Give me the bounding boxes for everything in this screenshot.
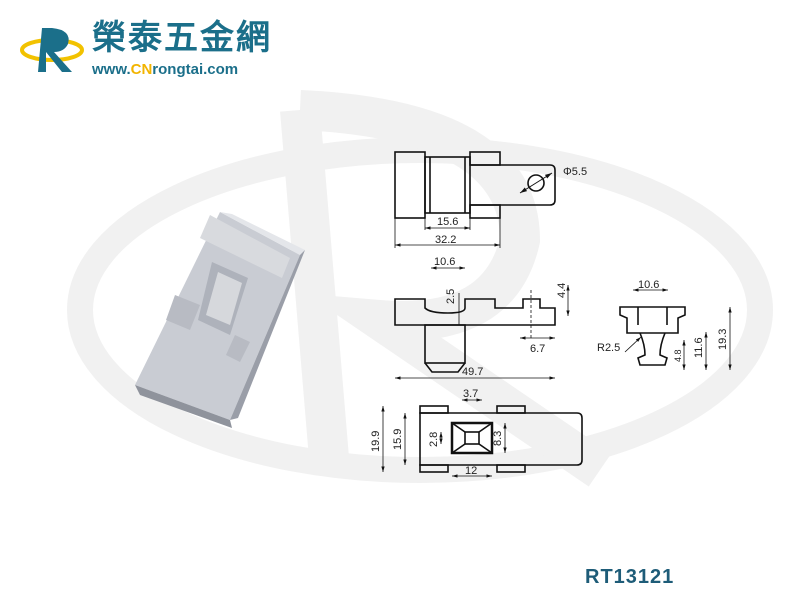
dim-slot: 10.6 [434, 256, 455, 268]
dim-inner-width: 15.9 [392, 429, 404, 450]
dim-length: 49.7 [462, 366, 483, 378]
dim-height: 19.3 [717, 329, 729, 350]
dim-small: 2.8 [428, 432, 440, 447]
dim-square: 8.3 [492, 431, 504, 446]
side-view-drawing [394, 266, 570, 380]
dim-post-height: 4.4 [556, 283, 568, 298]
url-highlight: CN [130, 61, 153, 78]
brand-name: 榮泰五金網 [92, 18, 272, 58]
dim-radius: R2.5 [597, 342, 620, 354]
dim-width: 32.2 [435, 234, 456, 246]
dim-hole-width: 12 [465, 465, 477, 477]
product-photo [135, 212, 305, 428]
dim-hole-top: 3.7 [463, 388, 478, 400]
dim-stem: 4.8 [673, 349, 683, 362]
dim-post-offset: 6.7 [530, 343, 545, 355]
end-view-drawing [619, 288, 732, 370]
bottom-view-drawing [381, 398, 583, 478]
brand-logo-icon [20, 28, 84, 72]
dim-inner: 15.6 [437, 216, 458, 228]
dim-outer: 19.9 [370, 431, 382, 452]
dim-end-top: 10.6 [638, 279, 659, 291]
url-prefix: www. [92, 61, 131, 78]
url-suffix: rongtai.com [152, 61, 239, 78]
dim-hole: Φ5.5 [563, 166, 587, 178]
brand-url: www.CNrongtai.com [92, 61, 238, 78]
top-view-drawing [394, 151, 556, 248]
dim-mid: 11.6 [693, 337, 705, 358]
dim-depth: 2.5 [445, 289, 457, 304]
product-code: RT13121 [585, 566, 675, 588]
